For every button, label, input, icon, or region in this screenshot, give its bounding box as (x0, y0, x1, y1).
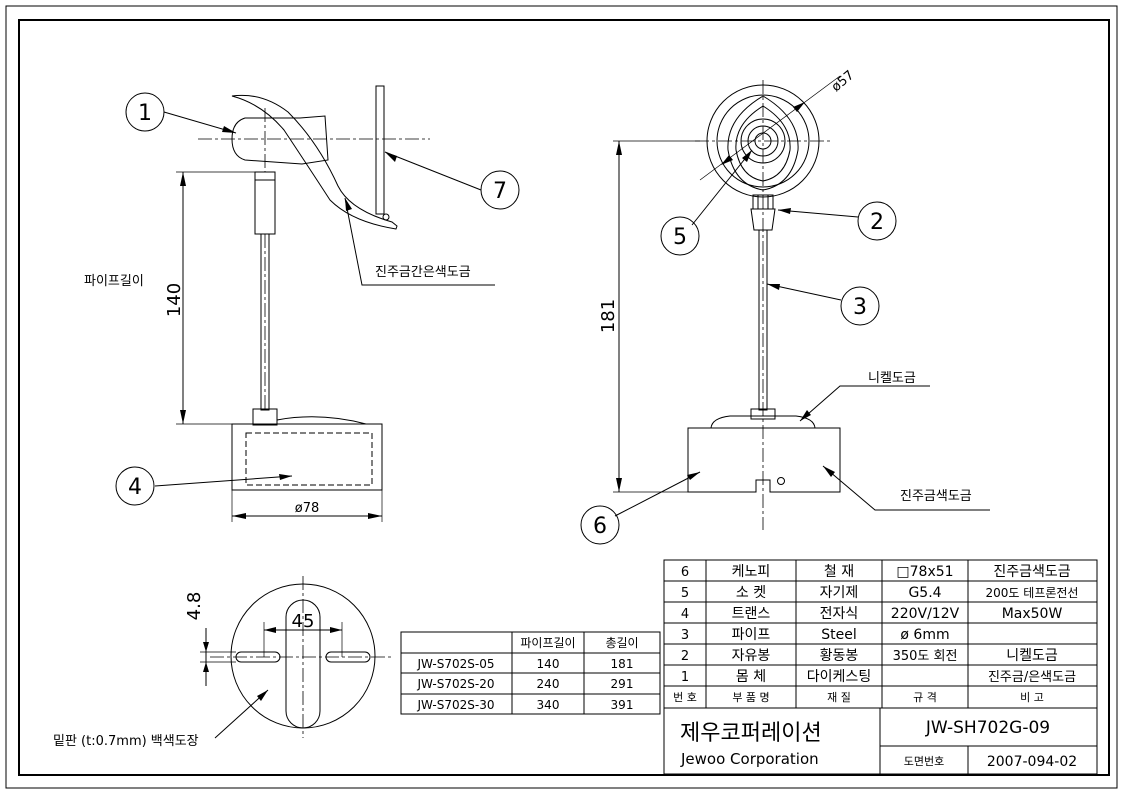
title-block: 제우코퍼레이션 Jewoo Corporation JW-SH702G-09 도… (663, 707, 1098, 775)
drawing-no-label: 도면번호 (904, 755, 944, 768)
left-view (154, 85, 495, 522)
svg-text:황동봉: 황동봉 (820, 648, 859, 664)
svg-text:규 격: 규 격 (913, 691, 937, 704)
note-plating-left: 진주금간은색도금 (375, 265, 471, 280)
outer-border (5, 5, 1118, 789)
svg-text:Max50W: Max50W (1002, 606, 1063, 622)
svg-text:진주금/은색도금: 진주금/은색도금 (988, 670, 1076, 685)
svg-text:5: 5 (681, 586, 689, 601)
svg-text:Steel: Steel (821, 627, 857, 643)
balloon-7: 7 (480, 170, 520, 210)
svg-text:340: 340 (537, 698, 560, 712)
balloon-5: 5 (660, 216, 700, 256)
drawing-code: JW-SH702G-09 (925, 718, 1050, 738)
svg-text:JW-S702S-30: JW-S702S-30 (417, 698, 495, 712)
svg-text:철 재: 철 재 (824, 564, 854, 580)
svg-text:니켈도금: 니켈도금 (1006, 648, 1058, 664)
inner-border (18, 19, 1110, 776)
svg-text:JW-S702S-05: JW-S702S-05 (417, 657, 495, 671)
svg-text:비 고: 비 고 (1020, 691, 1044, 704)
note-bottom-plate: 밑판 (t:0.7mm) 백색도장 (53, 734, 199, 749)
svg-text:2: 2 (870, 210, 884, 235)
svg-text:181: 181 (611, 657, 634, 671)
svg-text:3: 3 (853, 295, 867, 320)
drawing-no: 2007-094-02 (987, 754, 1077, 770)
svg-text:전자식: 전자식 (820, 606, 859, 622)
note-nickel: 니켈도금 (868, 371, 916, 386)
svg-text:220V/12V: 220V/12V (891, 606, 960, 622)
balloon-4: 4 (115, 466, 155, 506)
svg-text:재 질: 재 질 (827, 691, 851, 704)
dim-181: 181 (598, 299, 619, 333)
svg-text:4: 4 (128, 475, 142, 500)
svg-text:1: 1 (138, 101, 152, 126)
balloon-3: 3 (840, 286, 880, 326)
balloon-6: 6 (580, 505, 620, 545)
svg-text:200도 테프론전선: 200도 테프론전선 (986, 586, 1079, 600)
dim-140: 140 (164, 283, 185, 317)
svg-text:몸 체: 몸 체 (736, 669, 766, 685)
svg-text:6: 6 (681, 565, 689, 580)
svg-text:파이프길이: 파이프길이 (520, 636, 575, 650)
svg-text:ø 6mm: ø 6mm (900, 627, 949, 643)
svg-text:G5.4: G5.4 (908, 585, 941, 601)
dim-45: 45 (292, 611, 315, 632)
balloon-2: 2 (857, 201, 897, 241)
dim-head-dia: ø57 (829, 68, 857, 95)
svg-text:5: 5 (673, 225, 687, 250)
svg-text:□78x51: □78x51 (896, 564, 953, 580)
label-pipe-length: 파이프길이 (84, 274, 144, 289)
svg-text:391: 391 (611, 698, 634, 712)
svg-text:케노피: 케노피 (732, 564, 771, 580)
svg-text:자유봉: 자유봉 (732, 648, 771, 664)
svg-text:소 켓: 소 켓 (736, 585, 766, 601)
svg-text:7: 7 (493, 179, 507, 204)
bottom-view (200, 576, 392, 739)
company-name-en: Jewoo Corporation (680, 750, 819, 768)
svg-text:총길이: 총길이 (605, 636, 638, 650)
dim-4-8: 4.8 (184, 592, 205, 621)
svg-text:트랜스: 트랜스 (732, 606, 771, 622)
svg-text:140: 140 (537, 657, 560, 671)
dim-base-dia: ø78 (295, 501, 320, 516)
svg-text:1: 1 (681, 670, 689, 685)
length-table: 파이프길이 총길이 JW-S702S-05 140 181 JW-S702S-2… (400, 631, 661, 715)
svg-text:JW-S702S-20: JW-S702S-20 (417, 677, 495, 691)
svg-text:6: 6 (593, 514, 607, 539)
svg-text:2: 2 (681, 649, 689, 664)
svg-text:4: 4 (681, 607, 689, 622)
svg-text:자기제: 자기제 (820, 585, 859, 601)
svg-text:진주금색도금: 진주금색도금 (993, 564, 1070, 580)
svg-text:240: 240 (537, 677, 560, 691)
svg-text:파이프: 파이프 (732, 627, 771, 643)
right-view (613, 75, 990, 530)
svg-text:3: 3 (681, 628, 689, 643)
balloon-1: 1 (125, 92, 165, 132)
svg-text:350도 회전: 350도 회전 (893, 649, 958, 664)
parts-table: 6 케노피 철 재 □78x51 진주금색도금 5 소 켓 자기제 G5.4 2… (663, 559, 1098, 709)
svg-text:부 품 명: 부 품 명 (732, 691, 769, 704)
note-pearl: 진주금색도금 (900, 489, 972, 504)
company-name-kr: 제우코퍼레이션 (680, 721, 822, 746)
svg-text:291: 291 (611, 677, 634, 691)
svg-text:번 호: 번 호 (673, 691, 697, 704)
svg-text:다이케스팅: 다이케스팅 (807, 669, 871, 685)
